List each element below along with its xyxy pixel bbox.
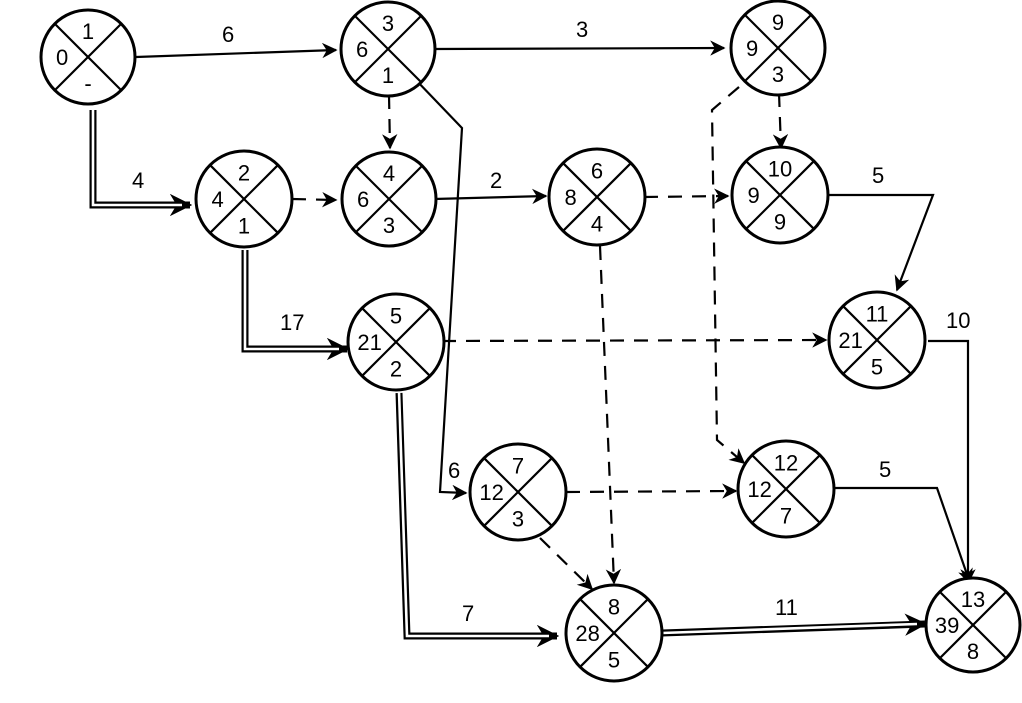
node-early-time: 39 [935, 613, 959, 638]
event-node: 993 [729, 0, 827, 97]
edge-label: 6 [448, 458, 460, 483]
edge-1-2: 4 [89, 108, 193, 217]
edge-3-9: 3 [433, 17, 726, 56]
edge-label: 3 [576, 17, 588, 42]
node-number: 5 [390, 304, 402, 329]
edge-label: 2 [490, 168, 502, 193]
edge-label: 10 [946, 308, 970, 333]
edge-label: 6 [222, 22, 234, 47]
event-node: 10- [39, 8, 137, 106]
node-late-time: 4 [591, 211, 603, 236]
node-late-time: 9 [774, 209, 786, 234]
node-late-time: 1 [382, 63, 394, 88]
node-late-time: 3 [772, 62, 784, 87]
node-divider [483, 457, 553, 527]
node-late-time: 2 [390, 356, 402, 381]
node-early-time: 8 [564, 185, 576, 210]
node-number: 4 [383, 161, 395, 186]
node-late-time: 5 [608, 647, 620, 672]
node-early-time: 6 [356, 37, 368, 62]
node-number: 7 [512, 454, 524, 479]
node-early-time: 12 [747, 477, 771, 502]
node-divider [745, 160, 815, 230]
event-node: 684 [547, 147, 647, 247]
node-divider [53, 22, 123, 92]
node-early-time: 4 [211, 187, 223, 212]
event-node: 10 99 [730, 145, 830, 245]
edge-7-8 [539, 537, 594, 591]
node-divider [353, 14, 423, 84]
node-late-time: 3 [512, 506, 524, 531]
edge-label: 5 [879, 457, 891, 482]
node-late-time: 3 [383, 213, 395, 238]
edge-4-6: 2 [433, 168, 548, 205]
edge-1-3: 6 [135, 22, 338, 59]
node-divider [751, 454, 821, 524]
edge-2-4 [291, 191, 338, 208]
node-number: 3 [382, 11, 394, 36]
node-number: 9 [772, 10, 784, 35]
event-node: 241 [194, 149, 294, 249]
node-divider [562, 162, 632, 232]
event-node: 361 [339, 0, 437, 98]
edge-11-13: 10 [928, 308, 976, 585]
edge-8-13: 11 [661, 595, 928, 637]
node-early-time: 21 [838, 328, 862, 353]
node-divider [842, 305, 912, 375]
node-late-time: 1 [238, 213, 250, 238]
node-early-time: 12 [479, 480, 503, 505]
node-divider [743, 13, 813, 83]
edge-5-11 [441, 332, 828, 348]
node-divider [209, 164, 279, 234]
edge-label: 17 [280, 310, 304, 335]
node-number: 2 [238, 161, 250, 186]
node-number: 13 [961, 587, 985, 612]
node-early-time: 21 [357, 330, 381, 355]
node-number: 6 [591, 159, 603, 184]
node-late-time: 7 [780, 503, 792, 528]
node-late-time: - [84, 71, 91, 96]
event-node: 5 21 2 [346, 292, 446, 392]
nodes: 10-3619932414636841099521211215712312127… [39, 0, 1022, 683]
node-early-time: 9 [746, 36, 758, 61]
event-node: 463 [340, 150, 438, 248]
edge-9-10 [772, 92, 789, 150]
event-node: 8 28 5 [564, 583, 664, 683]
node-divider [354, 164, 424, 234]
node-divider [579, 598, 649, 668]
edge-12-13: 5 [834, 457, 973, 585]
edge-6-10 [643, 188, 730, 204]
edge-6-8 [598, 245, 622, 585]
edge-3-4 [382, 94, 398, 150]
edge-2-5: 17 [241, 248, 350, 361]
edges: 6 3 4 2 [89, 17, 976, 648]
node-divider [938, 590, 1008, 660]
node-divider [361, 307, 431, 377]
edge-10-11: 5 [828, 163, 935, 292]
node-number: 10 [768, 157, 792, 182]
node-early-time: 9 [747, 183, 759, 208]
edge-label: 7 [462, 601, 474, 626]
edge-label: 5 [872, 163, 884, 188]
node-number: 1 [82, 19, 94, 44]
node-late-time: 8 [967, 639, 979, 664]
node-number: 12 [774, 451, 798, 476]
node-early-time: 0 [56, 45, 68, 70]
edge-7-12 [565, 483, 738, 499]
edge-9-12 [710, 86, 746, 464]
node-early-time: 6 [357, 187, 369, 212]
node-number: 11 [866, 302, 889, 327]
edge-3-7: 6 [413, 77, 468, 501]
node-late-time: 5 [871, 354, 883, 379]
edge-5-8: 7 [395, 390, 560, 648]
node-early-time: 28 [575, 621, 599, 646]
edge-label: 11 [775, 595, 798, 620]
edge-label: 4 [132, 168, 144, 193]
node-number: 8 [608, 595, 620, 620]
event-node: 7 12 3 [468, 442, 568, 542]
